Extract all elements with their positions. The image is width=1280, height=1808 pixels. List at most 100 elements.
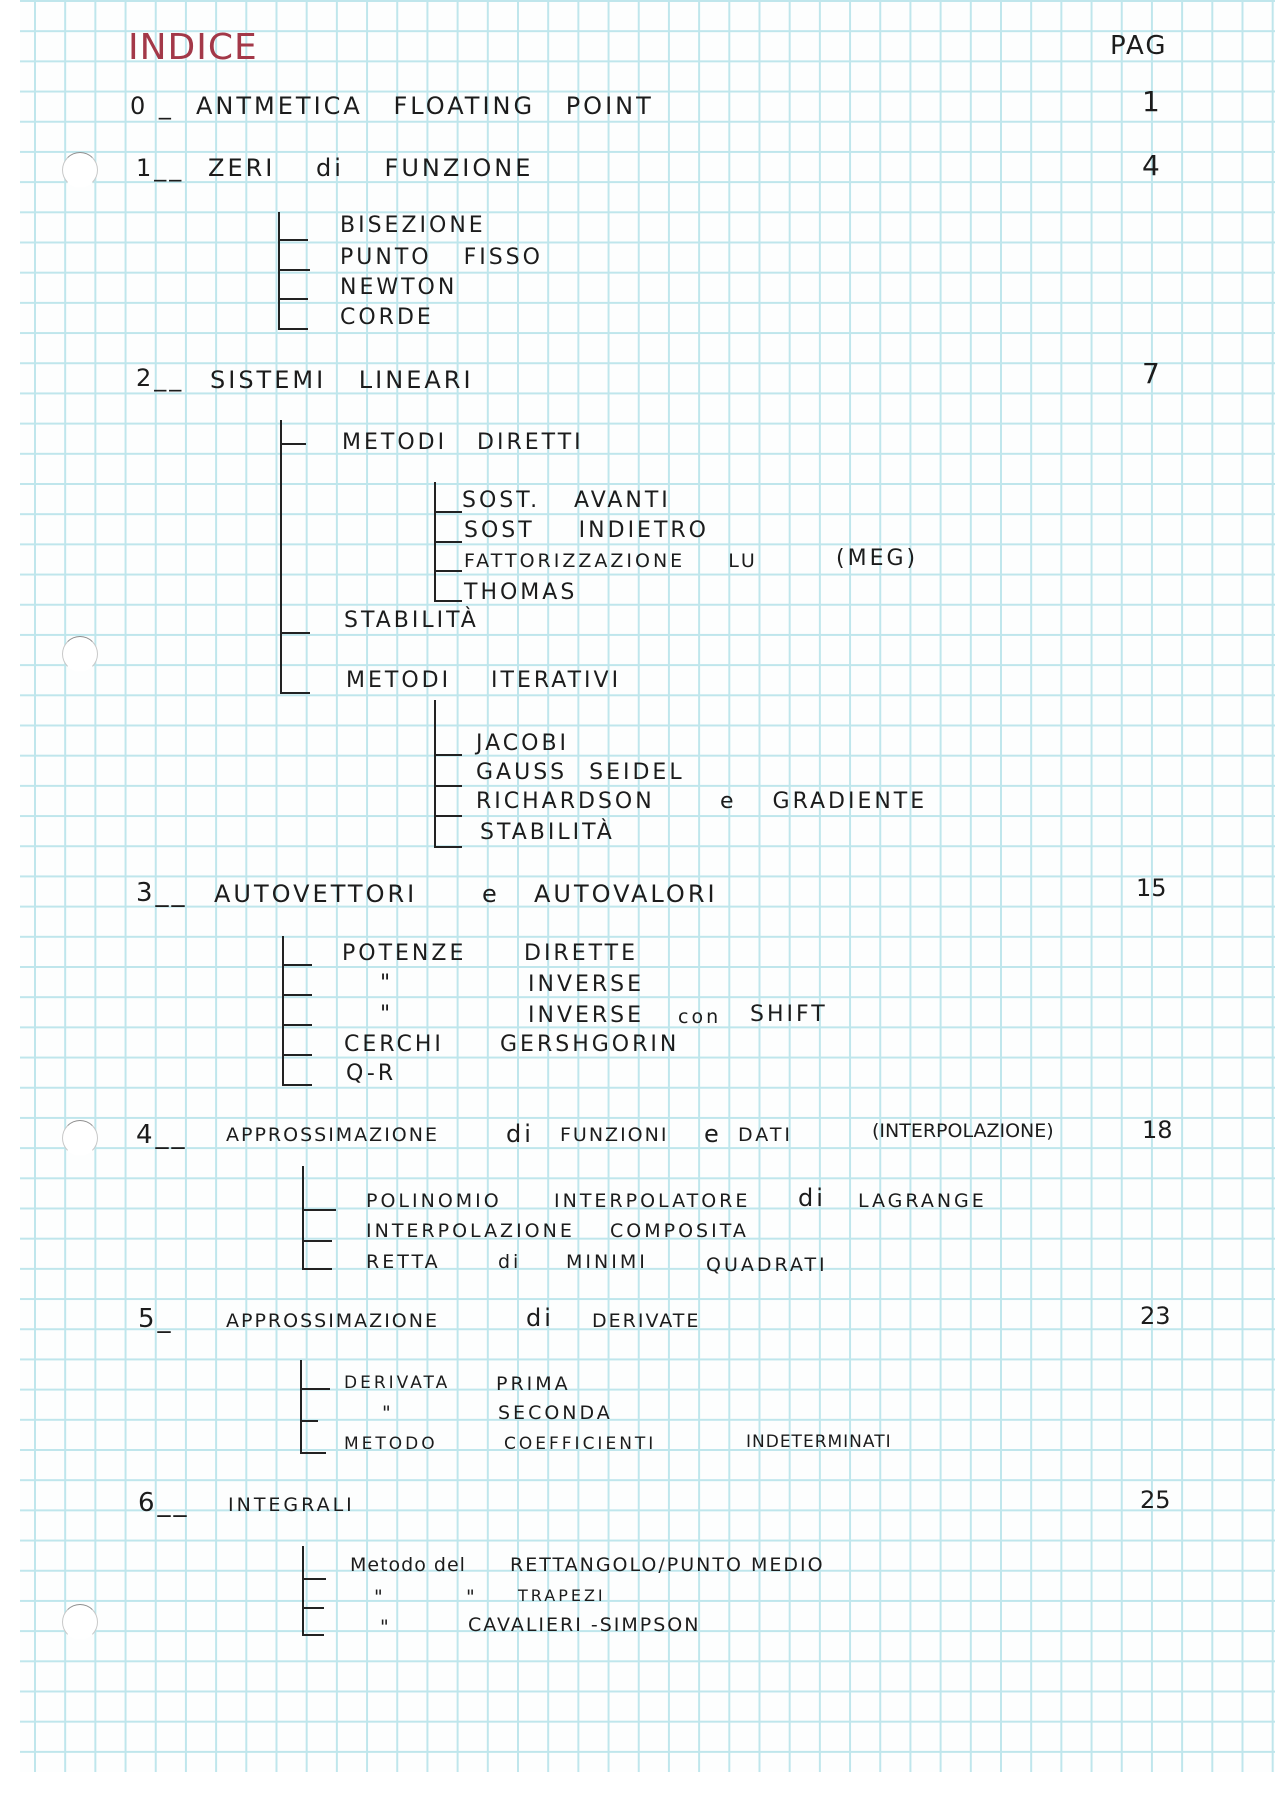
section-title-di: di xyxy=(526,1304,554,1332)
subtopic: di xyxy=(798,1184,826,1212)
tree-branch-tick xyxy=(280,632,310,634)
tree-branch-tick xyxy=(282,1024,312,1026)
subtopic: METODI ITERATIVI xyxy=(346,668,622,693)
subtopic-note: e GRADIENTE xyxy=(720,789,928,814)
subtopic: CERCHI xyxy=(344,1032,444,1057)
subtopic: LAGRANGE xyxy=(858,1190,987,1212)
subtopic: STABILITÀ xyxy=(344,608,479,633)
subtopic: INVERSE xyxy=(528,972,645,997)
subtopic: INDETERMINATI xyxy=(746,1432,892,1452)
section-title: DATI xyxy=(738,1124,794,1146)
section-title: AUTOVETTORI xyxy=(214,880,418,908)
subtopic: MINIMI xyxy=(566,1251,648,1273)
tree-branch-tick xyxy=(302,1240,332,1242)
tree-branch-line xyxy=(300,1360,302,1454)
tree-branch-tick xyxy=(278,269,310,271)
subtopic-item: RICHARDSON xyxy=(476,789,655,814)
subtopic: RETTA xyxy=(366,1251,441,1273)
subtopic-item: JACOBI xyxy=(476,731,570,756)
section-title: ANTMETICA FLOATING POINT xyxy=(196,92,654,120)
tree-branch-tick xyxy=(278,328,308,330)
tree-branch-tick xyxy=(434,541,462,543)
tree-branch-line xyxy=(282,936,284,1086)
tree-branch-line xyxy=(302,1166,304,1270)
subtopic: INTERPOLATORE xyxy=(554,1190,751,1212)
tree-branch-tick xyxy=(278,239,308,241)
subtopic: SECONDA xyxy=(498,1402,613,1424)
ditto-mark: " xyxy=(380,1616,392,1638)
subtopic: METODO xyxy=(344,1434,438,1454)
section-number: 1__ xyxy=(136,154,185,182)
binder-hole-mark xyxy=(62,636,98,672)
section-page-number: 18 xyxy=(1142,1116,1173,1144)
section-number: 2__ xyxy=(136,364,185,392)
section-title: APPROSSIMAZIONE xyxy=(226,1124,439,1146)
subtopic: Metodo del xyxy=(350,1554,466,1576)
subtopic-item: GAUSS SEIDEL xyxy=(476,760,685,785)
subtopic: TRAPEZI xyxy=(518,1586,606,1605)
tree-branch-tick xyxy=(282,994,312,996)
tree-branch-tick xyxy=(302,1578,326,1580)
tree-branch-tick xyxy=(434,570,462,572)
subtopic: con xyxy=(678,1006,722,1028)
graph-paper-page: INDICE PAG 0 _ ANTMETICA FLOATING POINT … xyxy=(20,0,1275,1772)
tree-branch-tick xyxy=(280,692,310,694)
tree-branch-tick xyxy=(282,1054,312,1056)
subtopic: NEWTON xyxy=(340,275,458,300)
binder-hole-mark xyxy=(62,152,98,188)
subtopic-item: THOMAS xyxy=(464,580,578,605)
subtopic: GERSHGORIN xyxy=(500,1032,680,1057)
tree-branch-line xyxy=(302,1546,304,1636)
section-title-conjunction: e xyxy=(704,1120,722,1148)
subtopic-item: FATTORIZZAZIONE LU xyxy=(464,550,758,572)
tree-branch-tick xyxy=(302,1209,336,1211)
tree-branch-tick xyxy=(302,1607,324,1609)
tree-branch-tick xyxy=(300,1452,326,1454)
tree-branch-tick xyxy=(280,443,306,445)
section-title: DERIVATE xyxy=(592,1310,701,1332)
subtopic: PUNTO FISSO xyxy=(340,245,543,270)
subtopic: INVERSE xyxy=(528,1003,645,1028)
page-column-label: PAG xyxy=(1110,31,1168,61)
subtopic: CORDE xyxy=(340,305,434,330)
page-title: INDICE xyxy=(128,27,258,68)
ditto-mark: " xyxy=(382,1402,394,1424)
tree-branch-tick xyxy=(300,1388,330,1390)
subtopic: PRIMA xyxy=(496,1373,571,1395)
ditto-mark: " xyxy=(374,1586,386,1608)
ditto-mark: " xyxy=(466,1586,478,1608)
tree-branch-tick xyxy=(434,785,462,787)
section-number: 4__ xyxy=(136,1120,188,1150)
section-number: 3__ xyxy=(136,878,188,908)
subtopic: BISEZIONE xyxy=(340,213,486,238)
section-title: FUNZIONI xyxy=(560,1124,669,1146)
binder-hole-mark xyxy=(62,1604,98,1640)
section-number: 6__ xyxy=(138,1488,190,1518)
subtopic: COEFFICIENTI xyxy=(504,1434,657,1454)
section-page-number: 4 xyxy=(1142,149,1160,182)
section-title: APPROSSIMAZIONE xyxy=(226,1310,439,1332)
tree-branch-tick xyxy=(282,1084,312,1086)
subtopic: QUADRATI xyxy=(706,1254,828,1276)
tree-branch-tick xyxy=(434,511,462,513)
section-title-note: (INTERPOLAZIONE) xyxy=(872,1120,1054,1142)
subtopic: INTERPOLAZIONE xyxy=(366,1220,575,1242)
section-page-number: 7 xyxy=(1142,357,1160,390)
ditto-mark: " xyxy=(380,971,394,996)
tree-branch-tick xyxy=(434,754,462,756)
ditto-mark: " xyxy=(380,1002,394,1027)
section-number: 5_ xyxy=(138,1304,174,1334)
tree-branch-tick xyxy=(434,815,462,817)
subtopic: SHIFT xyxy=(750,1002,828,1027)
section-title-di: di xyxy=(506,1120,534,1148)
section-page-number: 15 xyxy=(1136,874,1167,902)
subtopic: CAVALIERI -SIMPSON xyxy=(468,1614,701,1636)
section-title-conjunction: e xyxy=(482,880,500,908)
section-title: ZERI di FUNZIONE xyxy=(208,154,534,182)
subtopic-note: (MEG) xyxy=(836,546,919,571)
subtopic: DERIVATA xyxy=(344,1373,451,1393)
subtopic: Q-R xyxy=(346,1061,397,1086)
section-title: SISTEMI LINEARI xyxy=(210,366,474,394)
section-page-number: 1 xyxy=(1142,85,1160,118)
subtopic: RETTANGOLO/PUNTO MEDIO xyxy=(510,1554,825,1576)
